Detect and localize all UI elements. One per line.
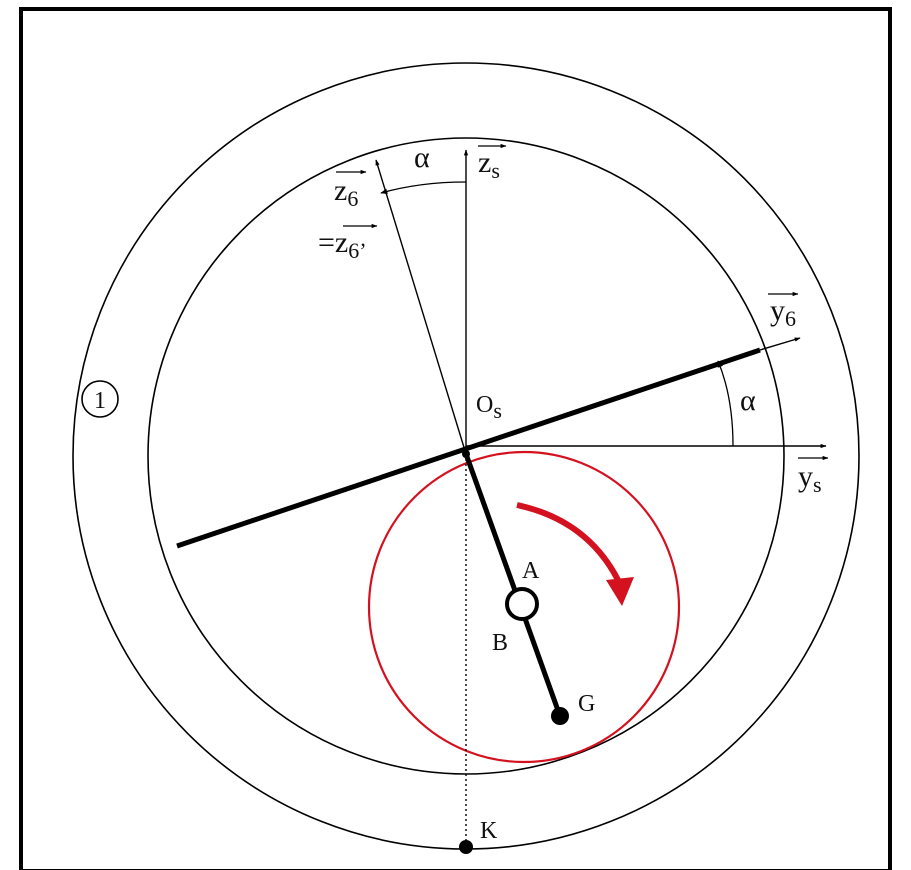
svg-text:=z6’: =z6’ (318, 226, 367, 263)
ys-base: y (798, 460, 813, 493)
rotation-arrow-icon (516, 502, 621, 582)
svg-text:z6: z6 (334, 174, 358, 211)
svg-text:y6: y6 (770, 294, 796, 331)
y6-sub: 6 (785, 306, 796, 331)
point-k-label: K (480, 818, 498, 844)
z6prime-prefix: = (318, 226, 335, 259)
point-a-label: A (522, 558, 540, 584)
alpha-arc-top (380, 181, 467, 194)
point-k-dot (459, 840, 473, 854)
svg-text:ys: ys (798, 460, 822, 497)
y6-axis (759, 337, 801, 351)
body-number-label: 1 (94, 388, 106, 414)
z6-label: z6 (334, 169, 367, 211)
z6-base: z (334, 174, 347, 207)
point-g-dot (551, 707, 569, 725)
origin-base: O (476, 392, 493, 418)
origin-sub: s (493, 398, 502, 423)
point-g-label: G (578, 691, 595, 717)
zs-sub: s (491, 158, 500, 183)
alpha-label-right: α (740, 384, 756, 417)
point-b-label: B (492, 630, 508, 656)
body-number-circle (81, 380, 119, 418)
z6prime-base: z (335, 226, 348, 259)
z6-sub: 6 (347, 186, 358, 211)
origin-label: Os (476, 392, 502, 423)
ys-label: ys (798, 455, 829, 497)
zs-base: z (478, 146, 491, 179)
joint-ab (505, 587, 539, 621)
pendulum-arm (463, 453, 563, 717)
z6prime-sub: 6’ (348, 238, 366, 263)
y6-label: y6 (768, 291, 799, 331)
alpha-arc-right (717, 360, 734, 447)
figure-frame (19, 7, 892, 870)
z6-axis (375, 159, 467, 455)
origin-dot (462, 450, 470, 458)
zs-label: zs (478, 143, 507, 183)
y6-base: y (770, 294, 785, 327)
wheel-circle (367, 450, 681, 764)
crossbar (176, 347, 761, 549)
svg-text:zs: zs (478, 146, 500, 183)
ys-sub: s (813, 472, 822, 497)
rotation-arrowhead-icon (606, 577, 634, 606)
z6prime-label: =z6’ (318, 223, 378, 263)
alpha-label-top: α (414, 141, 430, 174)
